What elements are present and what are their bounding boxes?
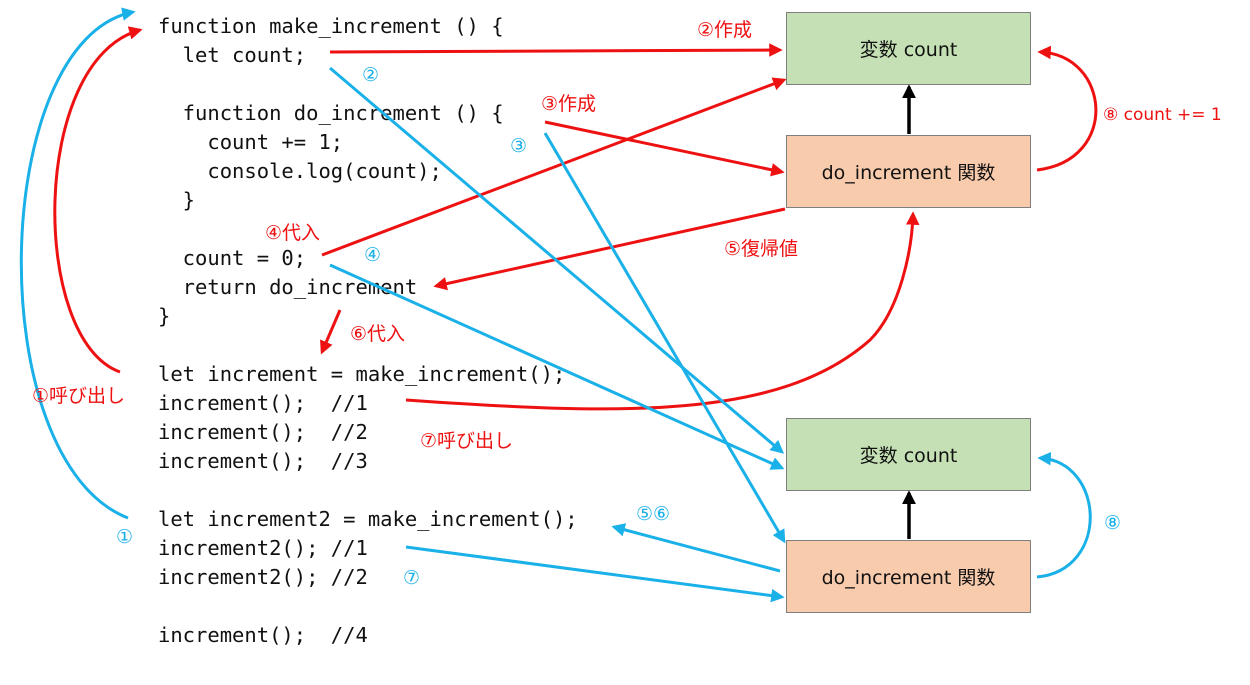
- code-line: increment(); //2: [158, 420, 368, 444]
- do-increment-function-box-1: do_increment 関数: [786, 135, 1031, 208]
- annotation-blue-step4: ④: [364, 244, 382, 266]
- blue-arrow-assign-zero: [329, 263, 785, 470]
- code-line: count += 1;: [158, 130, 344, 154]
- blue-arrow-return-value: [611, 523, 781, 573]
- variable-count-box-2: 変数 count: [786, 418, 1031, 491]
- code-line: count = 0;: [158, 246, 307, 270]
- box-label: do_increment 関数: [821, 567, 996, 589]
- code-line: }: [158, 188, 196, 212]
- box-label: do_increment 関数: [821, 162, 996, 184]
- red-arrow-count-plus: [1036, 45, 1098, 172]
- annotation-blue-step7: ⑦: [403, 567, 421, 589]
- blue-arrow-create-var: [329, 66, 785, 454]
- blue-arrow-count-plus: [1036, 451, 1092, 579]
- do-increment-function-box-2: do_increment 関数: [786, 540, 1031, 613]
- red-arrow-assign-increment: [320, 309, 342, 355]
- annotation-blue-step1: ①: [116, 526, 134, 548]
- code-line: increment(); //4: [158, 623, 368, 647]
- code-line: let count;: [158, 43, 307, 67]
- annotation-red-call-increment: ⑦呼び出し: [420, 430, 514, 452]
- code-line: let increment2 = make_increment();: [158, 507, 578, 531]
- annotation-red-assign-zero: ④代入: [265, 222, 321, 244]
- annotation-red-return-value: ⑤復帰値: [724, 238, 799, 260]
- code-line: return do_increment: [158, 275, 418, 299]
- annotation-blue-step2: ②: [362, 64, 380, 86]
- annotation-blue-step8: ⑧: [1104, 512, 1122, 534]
- box-label: 変数 count: [859, 445, 958, 467]
- red-arrow-call: [53, 26, 143, 374]
- code-line: increment(); //3: [158, 449, 368, 473]
- annotation-blue-step3: ③: [510, 135, 528, 157]
- red-arrow-create-var: [329, 43, 783, 57]
- code-listing: function make_increment () { let count; …: [158, 12, 578, 650]
- code-line: increment(); //1: [158, 391, 368, 415]
- code-line: let increment = make_increment();: [158, 362, 566, 386]
- code-line: }: [158, 304, 171, 328]
- red-arrow-call-increment: [405, 211, 920, 411]
- annotation-red-count-plus: ⑧ count += 1: [1103, 105, 1222, 125]
- code-line: console.log(count);: [158, 159, 442, 183]
- annotation-blue-step56: ⑤⑥: [636, 503, 671, 525]
- annotation-red-create-var: ②作成: [697, 19, 753, 41]
- code-line: function do_increment () {: [158, 101, 504, 125]
- blue-arrow-call: [19, 7, 136, 520]
- variable-count-box-1: 変数 count: [786, 12, 1031, 85]
- code-line: function make_increment () {: [158, 14, 504, 38]
- red-arrow-assign-zero: [321, 77, 787, 257]
- annotation-red-call: ①呼び出し: [32, 385, 126, 407]
- blue-arrow-call-increment2: [405, 545, 785, 603]
- red-arrow-create-func: [544, 120, 785, 177]
- code-line: increment2(); //1: [158, 536, 368, 560]
- code-line: increment2(); //2: [158, 565, 368, 589]
- annotation-red-assign-increment: ⑥代入: [350, 323, 406, 345]
- annotation-red-create-func: ③作成: [541, 93, 597, 115]
- box-label: 変数 count: [859, 39, 958, 61]
- blue-arrow-create-func: [543, 132, 786, 544]
